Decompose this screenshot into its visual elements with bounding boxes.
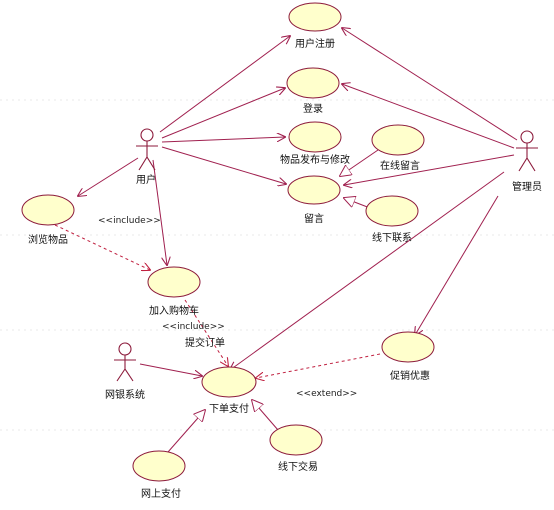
usecase-order-label: 下单支付 [209, 402, 249, 415]
edge-admin-message [344, 154, 515, 185]
usecase-offline-contact-label: 线下联系 [372, 231, 412, 244]
edge-extend-promo-order [256, 353, 381, 378]
actor-admin-label: 管理员 [512, 180, 542, 193]
edge-user-publish [161, 137, 285, 143]
stereotype-extend-promo-order: <<extend>> [296, 389, 357, 399]
actor-bank-head [118, 342, 132, 356]
edge-gen-online-msg [340, 149, 379, 176]
edge-gen-online-pay [167, 410, 205, 453]
actor-admin-body [516, 143, 538, 172]
stereotype-include-cart-order: <<include>> [162, 322, 225, 332]
actor-user-label: 用户 [136, 173, 156, 186]
edge-user-register [159, 36, 290, 133]
actor-user-body [136, 141, 158, 171]
associations-user [78, 36, 290, 265]
usecase-login-label: 登录 [303, 102, 323, 115]
usecase-offline-trade-label: 线下交易 [278, 460, 318, 473]
actor-admin[interactable]: 管理员 [512, 130, 542, 193]
actor-bank-body [114, 355, 136, 382]
actor-user-head [140, 128, 154, 142]
usecase-publish-label: 物品发布与修改 [280, 153, 350, 166]
usecase-register-label: 用户注册 [295, 37, 335, 50]
actor-bank-label: 网银系统 [105, 388, 145, 401]
usecase-promo[interactable]: 促销优惠 [381, 331, 435, 382]
dependencies [54, 224, 381, 378]
edge-user-cart [152, 159, 167, 265]
usecase-offline-contact[interactable]: 线下联系 [365, 195, 419, 244]
edge-include-browse-cart [54, 224, 150, 270]
usecase-online-pay-label: 网上支付 [141, 487, 181, 500]
actor-admin-head [520, 130, 534, 144]
associations-admin [230, 28, 518, 370]
usecase-browse-label: 浏览物品 [28, 233, 68, 246]
usecase-offline-trade[interactable]: 线下交易 [269, 424, 323, 473]
edge-admin-promo [415, 195, 499, 335]
usecase-promo-label: 促销优惠 [390, 369, 430, 382]
usecase-cart-label: 加入购物车 [149, 304, 199, 317]
usecase-message-label: 留言 [304, 212, 324, 225]
edge-admin-order [230, 171, 505, 370]
usecase-message[interactable]: 留言 [287, 175, 341, 225]
usecase-online-msg-label: 在线留言 [380, 159, 420, 172]
edge-bank-order [139, 363, 202, 376]
annotation-submit-order: 提交订单 [185, 336, 225, 349]
edge-user-browse [78, 157, 139, 196]
background-guides [0, 99, 554, 431]
edge-gen-offline-trade [252, 400, 279, 431]
usecase-cart[interactable]: 加入购物车 [147, 266, 201, 317]
usecase-publish[interactable]: 物品发布与修改 [280, 121, 350, 166]
edge-include-cart-order [184, 299, 228, 366]
edge-user-message [161, 146, 286, 184]
usecase-browse[interactable]: 浏览物品 [21, 194, 75, 246]
usecase-online-pay[interactable]: 网上支付 [132, 450, 186, 500]
edge-admin-login [342, 84, 515, 149]
generalizations [167, 149, 379, 453]
edge-admin-register [342, 28, 518, 141]
usecase-online-msg[interactable]: 在线留言 [371, 124, 425, 172]
edge-user-login [161, 88, 285, 139]
actor-bank[interactable]: 网银系统 [105, 342, 145, 401]
actor-user[interactable]: 用户 [136, 128, 158, 186]
edge-gen-offline-contact [344, 198, 371, 209]
stereotype-include-browse-cart: <<include>> [98, 216, 161, 226]
usecase-order[interactable]: 下单支付 [201, 366, 257, 415]
usecase-register[interactable]: 用户注册 [288, 2, 342, 50]
usecase-login[interactable]: 登录 [286, 67, 340, 115]
